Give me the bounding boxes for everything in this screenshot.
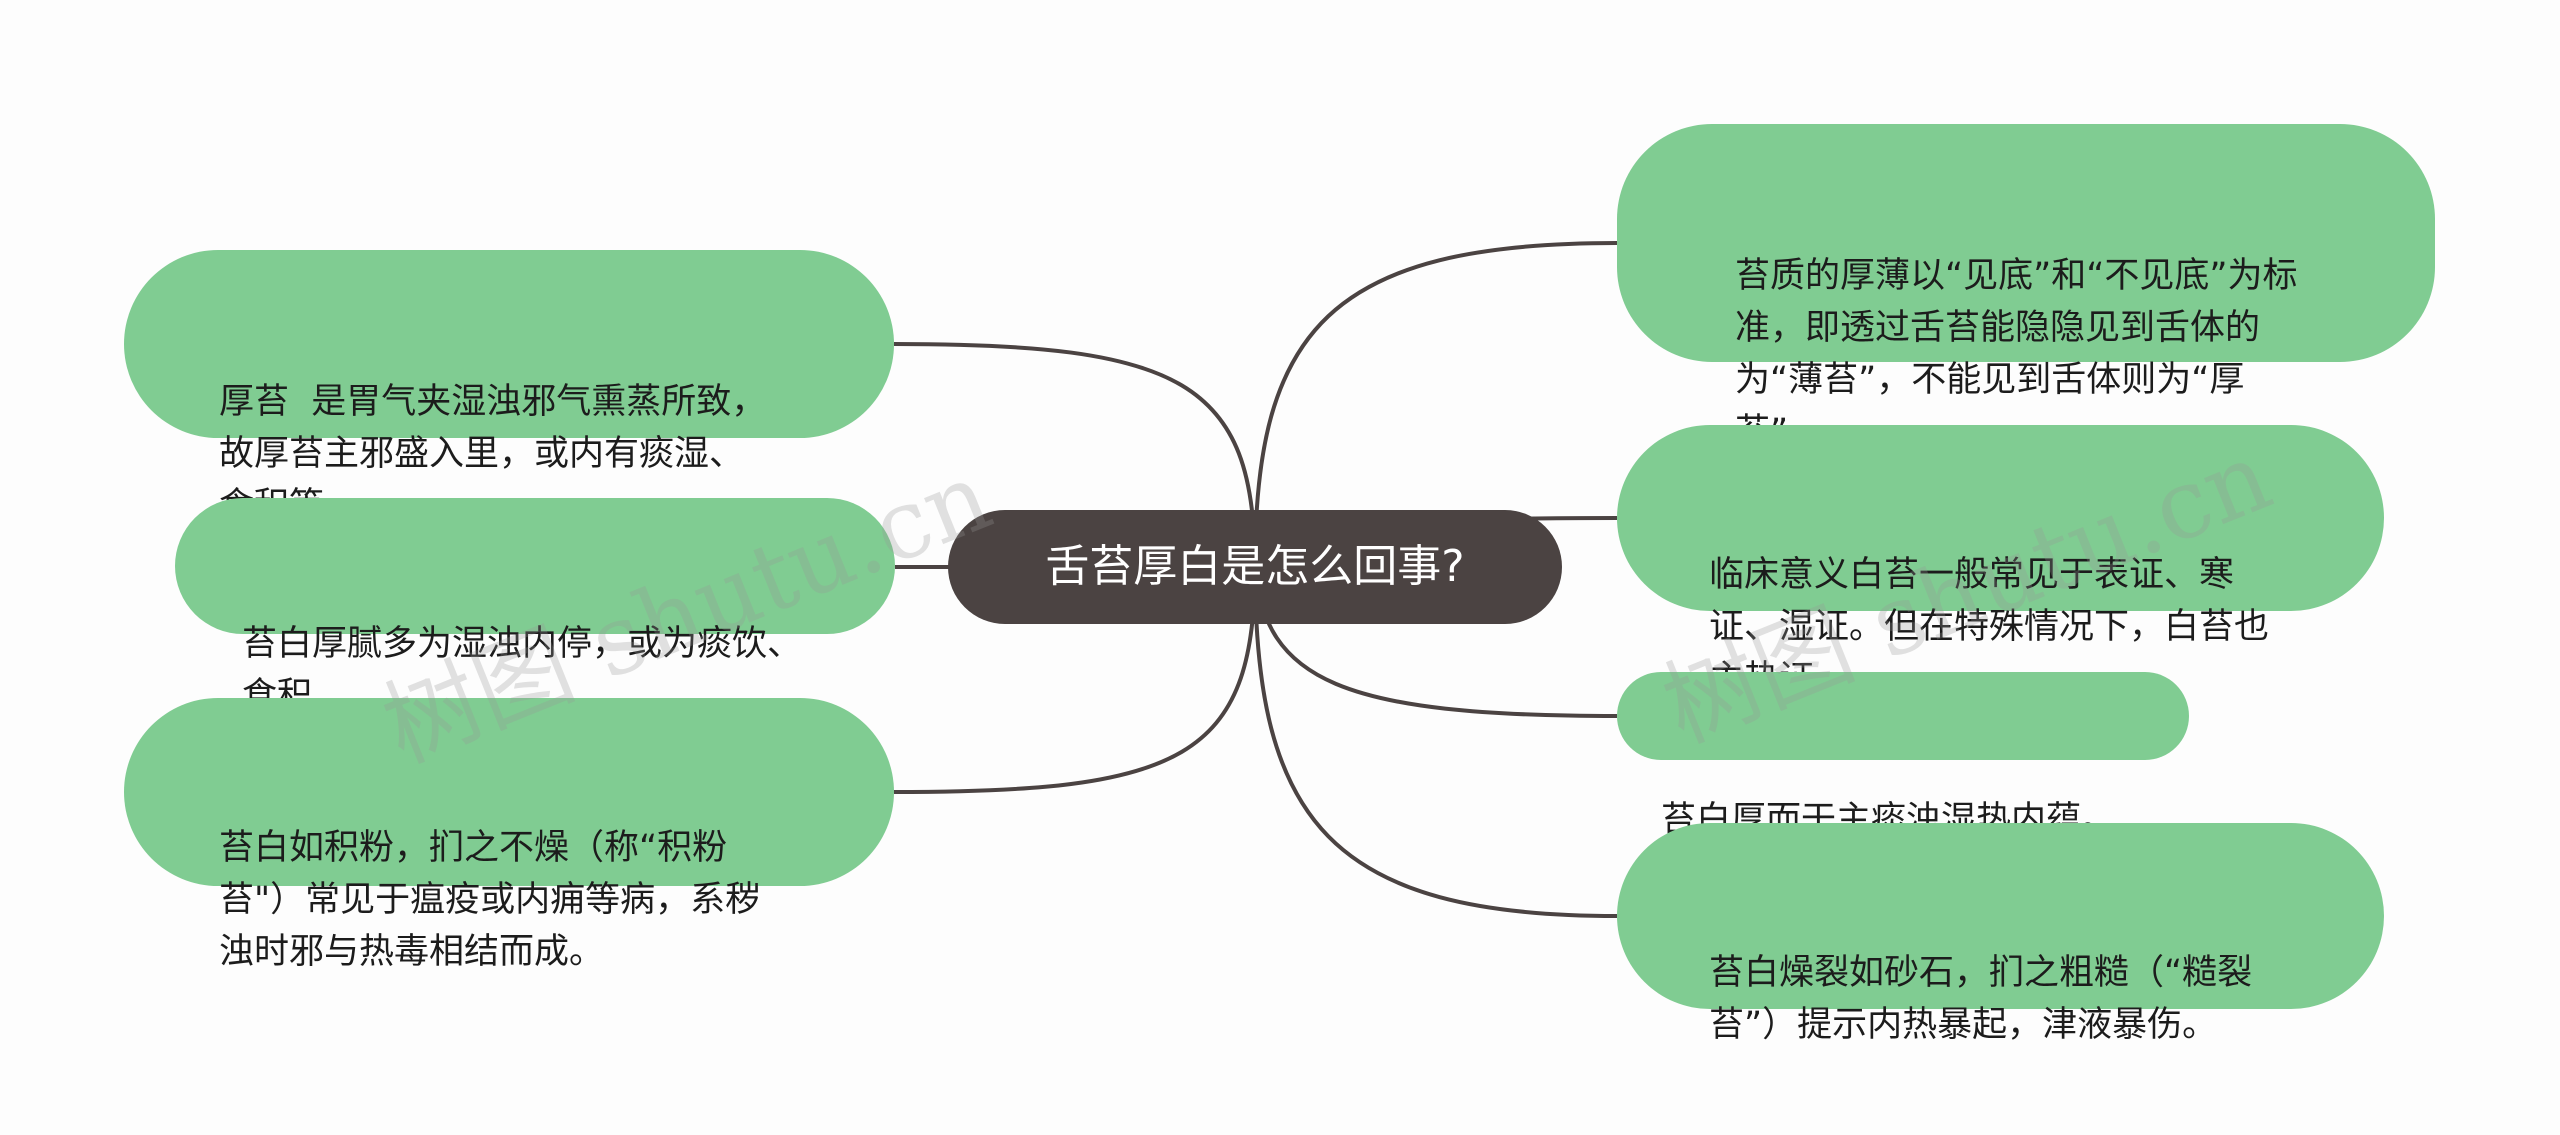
branch-right-4[interactable]: 苔白燥裂如砂石，扪之粗糙（“糙裂苔”）提示内热暴起，津液暴伤。 (1617, 823, 2384, 1045)
connector-left-1 (893, 342, 1257, 568)
connector-right-4 (1253, 566, 1618, 918)
branch-right-2[interactable]: 临床意义白苔一般常见于表证、寒证、湿证。但在特殊情况下，白苔也主热证。 (1617, 425, 2384, 699)
connector-left-3 (893, 566, 1257, 794)
branch-left-3[interactable]: 苔白如积粉，扪之不燥（称“积粉苔"）常见于瘟疫或内痈等病，系秽浊时邪与热毒相结而… (124, 698, 894, 972)
branch-left-3-text: 苔白如积粉，扪之不燥（称“积粉苔"）常见于瘟疫或内痈等病，系秽浊时邪与热毒相结而… (219, 828, 761, 972)
branch-left-1[interactable]: 厚苔 是胃气夹湿浊邪气熏蒸所致，故厚苔主邪盛入里，或内有痰湿、食积等。 (124, 250, 894, 526)
branch-right-1[interactable]: 苔质的厚薄以“见底”和“不见底”为标准，即透过舌苔能隐隐见到舌体的为“薄苔”，不… (1617, 124, 2435, 452)
connector-right-1 (1253, 241, 1618, 568)
root-topic[interactable]: 舌苔厚白是怎么回事? (948, 510, 1562, 624)
branch-right-1-text: 苔质的厚薄以“见底”和“不见底”为标准，即透过舌苔能隐隐见到舌体的为“薄苔”，不… (1735, 256, 2298, 452)
branch-left-2[interactable]: 苔白厚腻多为湿浊内停，或为痰饮、食积。 (175, 498, 895, 716)
branch-right-4-text: 苔白燥裂如砂石，扪之粗糙（“糙裂苔”）提示内热暴起，津液暴伤。 (1709, 953, 2253, 1045)
branch-right-3[interactable]: 苔白厚而干主痰浊湿热内蕴。 (1617, 672, 2189, 840)
